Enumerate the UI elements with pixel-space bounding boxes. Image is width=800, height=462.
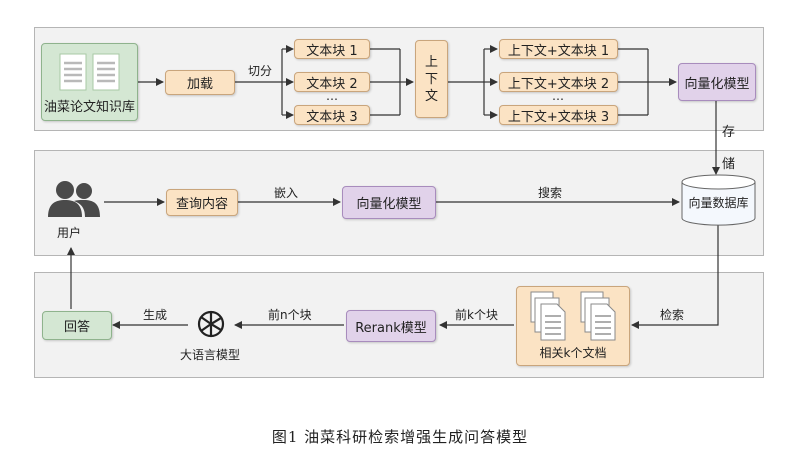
query-label: 查询内容 <box>175 197 228 212</box>
chunk-label-2: 文本块 2 <box>306 76 358 92</box>
llm-icon <box>197 310 225 338</box>
vector-model-box-top: 向量化模型 <box>678 63 756 101</box>
indexing-panel <box>34 27 764 131</box>
context-chunk-box-1: 上下文+文本块 1 <box>499 39 618 59</box>
llm-label: 大语言模型 <box>180 348 241 362</box>
context-char-3: 文 <box>424 88 438 104</box>
knowledge-base-label: 油菜论文知识库 <box>43 100 135 115</box>
embed-label: 嵌入 <box>274 186 299 200</box>
chunk-box-3: 文本块 3 <box>294 105 370 125</box>
query-box: 查询内容 <box>166 189 238 216</box>
store-char-1: 存 <box>722 125 736 140</box>
docs-label: 相关k个文档 <box>539 346 607 360</box>
answer-box: 回答 <box>42 311 112 340</box>
chunk-box-2: 文本块 2 <box>294 72 370 92</box>
top-k-label: 前k个块 <box>455 308 498 322</box>
chunk-label-1: 文本块 1 <box>306 43 358 59</box>
retrieve-label: 检索 <box>660 308 685 322</box>
generate-label: 生成 <box>143 308 168 322</box>
top-n-label: 前n个块 <box>268 308 312 322</box>
user-label: 用户 <box>57 226 82 240</box>
user-icon <box>48 181 100 217</box>
context-char-2: 下 <box>424 71 438 87</box>
context-chunk-label-3: 上下文+文本块 3 <box>507 109 610 125</box>
search-label: 搜索 <box>538 186 563 200</box>
vector-model-box-middle: 向量化模型 <box>342 186 436 219</box>
context-char-1: 上 <box>424 54 438 70</box>
knowledge-base-box: 油菜论文知识库 <box>41 43 138 121</box>
context-chunk-ellipsis: … <box>552 89 564 103</box>
figure-caption: 图1 油菜科研检索增强生成问答模型 <box>271 428 529 446</box>
load-box: 加载 <box>165 70 235 95</box>
database-icon <box>681 174 756 226</box>
vector-model-label-middle: 向量化模型 <box>356 197 422 212</box>
documents-icon <box>530 291 616 341</box>
rerank-label: Rerank模型 <box>355 320 427 336</box>
chunk-box-1: 文本块 1 <box>294 39 370 59</box>
context-chunk-label-2: 上下文+文本块 2 <box>507 76 610 92</box>
rerank-box: Rerank模型 <box>346 310 436 342</box>
answer-label: 回答 <box>63 320 90 335</box>
context-chunk-label-1: 上下文+文本块 1 <box>507 43 610 59</box>
vector-db: 向量数据库 <box>681 174 756 226</box>
context-chunk-box-2: 上下文+文本块 2 <box>499 72 618 92</box>
vector-model-label-top: 向量化模型 <box>684 76 750 92</box>
vector-db-label: 向量数据库 <box>688 196 749 210</box>
document-icon <box>59 53 119 91</box>
context-box: 上 下 文 <box>415 40 448 118</box>
docs-box: 相关k个文档 <box>516 286 630 366</box>
split-label: 切分 <box>248 64 273 78</box>
chunk-ellipsis: … <box>326 89 338 103</box>
arrow-retrieve <box>631 224 719 329</box>
chunk-label-3: 文本块 3 <box>306 109 358 125</box>
store-char-2: 储 <box>722 157 736 172</box>
context-chunk-box-3: 上下文+文本块 3 <box>499 105 618 125</box>
load-label: 加载 <box>186 77 213 92</box>
